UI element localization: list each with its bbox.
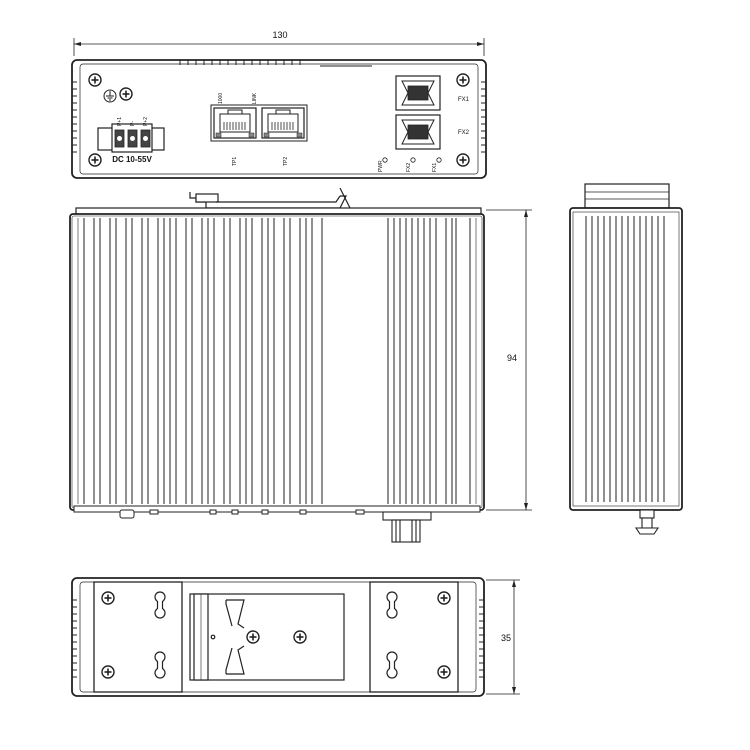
screw-icon [437, 665, 451, 679]
end-view-clip [634, 509, 660, 535]
led-fx1-label: FX1 [432, 163, 438, 172]
end-view [569, 183, 683, 535]
fx1-label: FX1 [458, 97, 470, 103]
bottom-view-ribs [72, 599, 484, 678]
fiber-connector-side [382, 511, 432, 543]
fiber-port-fx2 [395, 114, 441, 150]
front-panel-top-ribs [179, 60, 372, 67]
din-rail-clip [184, 187, 374, 209]
led-fx1-icon [436, 157, 442, 163]
front-panel-right-ribs [481, 81, 486, 153]
front-panel-left-ribs [72, 81, 77, 153]
screw-icon [456, 153, 470, 167]
power-terminal-block [97, 123, 165, 153]
screw-icon [246, 630, 260, 644]
heatsink-fins [77, 218, 477, 504]
tp2-label: TP2 [283, 157, 289, 166]
side-view [69, 207, 485, 543]
screw-icon [293, 630, 307, 644]
power-label: DC 10-55V [112, 155, 152, 164]
fx2-label: FX2 [458, 130, 470, 136]
rj45-port-tp2 [261, 107, 305, 139]
led-pwr-icon [382, 157, 388, 163]
width-dimension: 130 [73, 30, 485, 56]
led-1000-label: 1000 [218, 93, 224, 104]
front-panel: P+1 P- P+2 DC 10-55V 1000 LINK TP1 TP2 F… [71, 59, 487, 179]
fiber-port-fx1 [395, 75, 441, 111]
depth-dimension: 35 [486, 579, 520, 695]
terminal-label-pminus: P- [130, 121, 136, 126]
bottom-view [71, 577, 485, 697]
height-label: 94 [507, 353, 517, 363]
screw-icon [101, 591, 115, 605]
screw-icon [437, 591, 451, 605]
din-rail-bracket [189, 593, 345, 681]
led-pwr-label: PWR [378, 160, 384, 172]
led-fx2-label: FX2 [406, 163, 412, 172]
terminal-label-p1: P+1 [117, 117, 123, 126]
led-link-label: LINK [252, 92, 258, 104]
height-dimension: 94 [486, 209, 532, 511]
end-view-fins [585, 216, 665, 502]
ground-screw-icon [119, 87, 133, 101]
width-label: 130 [272, 30, 287, 40]
led-fx2-icon [410, 157, 416, 163]
screw-icon [101, 665, 115, 679]
screw-icon [88, 73, 102, 87]
screw-icon [456, 73, 470, 87]
tp1-label: TP1 [232, 157, 238, 166]
rj45-port-tp1 [213, 107, 257, 139]
screw-icon [88, 153, 102, 167]
bottom-connectors [119, 509, 365, 519]
depth-label: 35 [501, 633, 511, 643]
terminal-label-p2: P+2 [143, 117, 149, 126]
ground-icon [103, 89, 117, 103]
